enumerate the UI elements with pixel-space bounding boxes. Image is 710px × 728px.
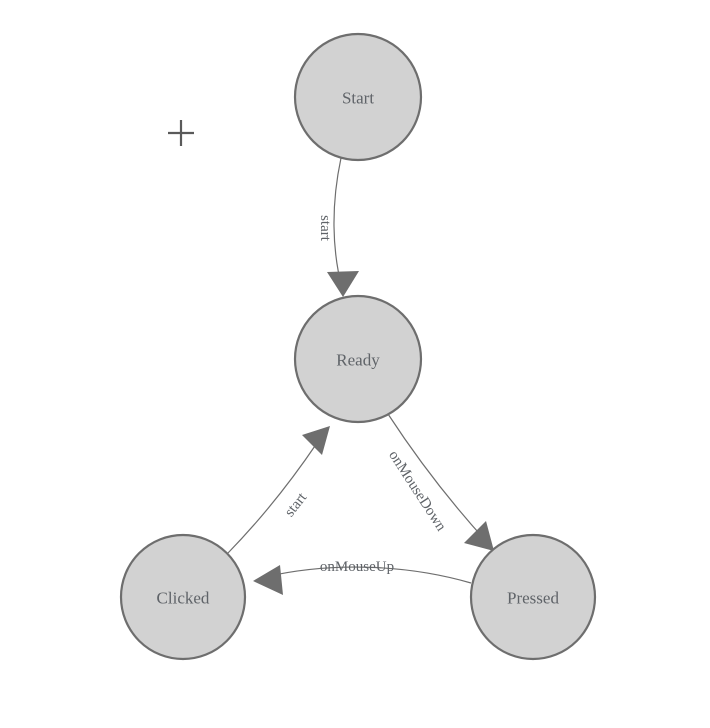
edge-start-to-ready-path [333, 157, 343, 289]
edge-start-to-ready-label: start [317, 215, 333, 242]
state-node-ready-circle [293, 294, 423, 424]
edge-clicked-to-ready-path [227, 442, 318, 554]
edge-pressed-to-clicked-arrowhead [253, 565, 283, 595]
crosshair-cursor-icon [168, 120, 194, 146]
edge-ready-to-pressed-path [387, 413, 487, 542]
state-node-start[interactable]: Start [293, 32, 423, 162]
state-node-clicked-label: Clicked [157, 589, 210, 608]
edge-pressed-to-clicked-path [264, 566, 472, 584]
state-node-start-circle [293, 32, 423, 162]
state-node-start-label: Start [342, 89, 374, 108]
edge-start-to-ready[interactable]: start [317, 157, 359, 297]
state-node-clicked-circle [119, 533, 247, 661]
edge-clicked-to-ready-label: start [282, 489, 311, 520]
edge-ready-to-pressed[interactable]: onMouseDown [385, 413, 494, 551]
state-node-pressed[interactable]: Pressed [469, 533, 597, 661]
state-node-pressed-circle [469, 533, 597, 661]
edge-clicked-to-ready[interactable]: start [227, 426, 330, 554]
edge-pressed-to-clicked[interactable]: onMouseUp [253, 559, 472, 595]
state-node-clicked[interactable]: Clicked [119, 533, 247, 661]
edge-ready-to-pressed-arrowhead [464, 521, 494, 551]
edge-ready-to-pressed-label: onMouseDown [385, 448, 449, 535]
edge-pressed-to-clicked-label: onMouseUp [320, 559, 394, 575]
state-node-ready-label: Ready [336, 351, 380, 370]
state-node-ready[interactable]: Ready [293, 294, 423, 424]
edge-clicked-to-ready-arrowhead [302, 426, 330, 455]
state-node-pressed-label: Pressed [507, 589, 559, 608]
edge-start-to-ready-arrowhead [327, 271, 359, 297]
